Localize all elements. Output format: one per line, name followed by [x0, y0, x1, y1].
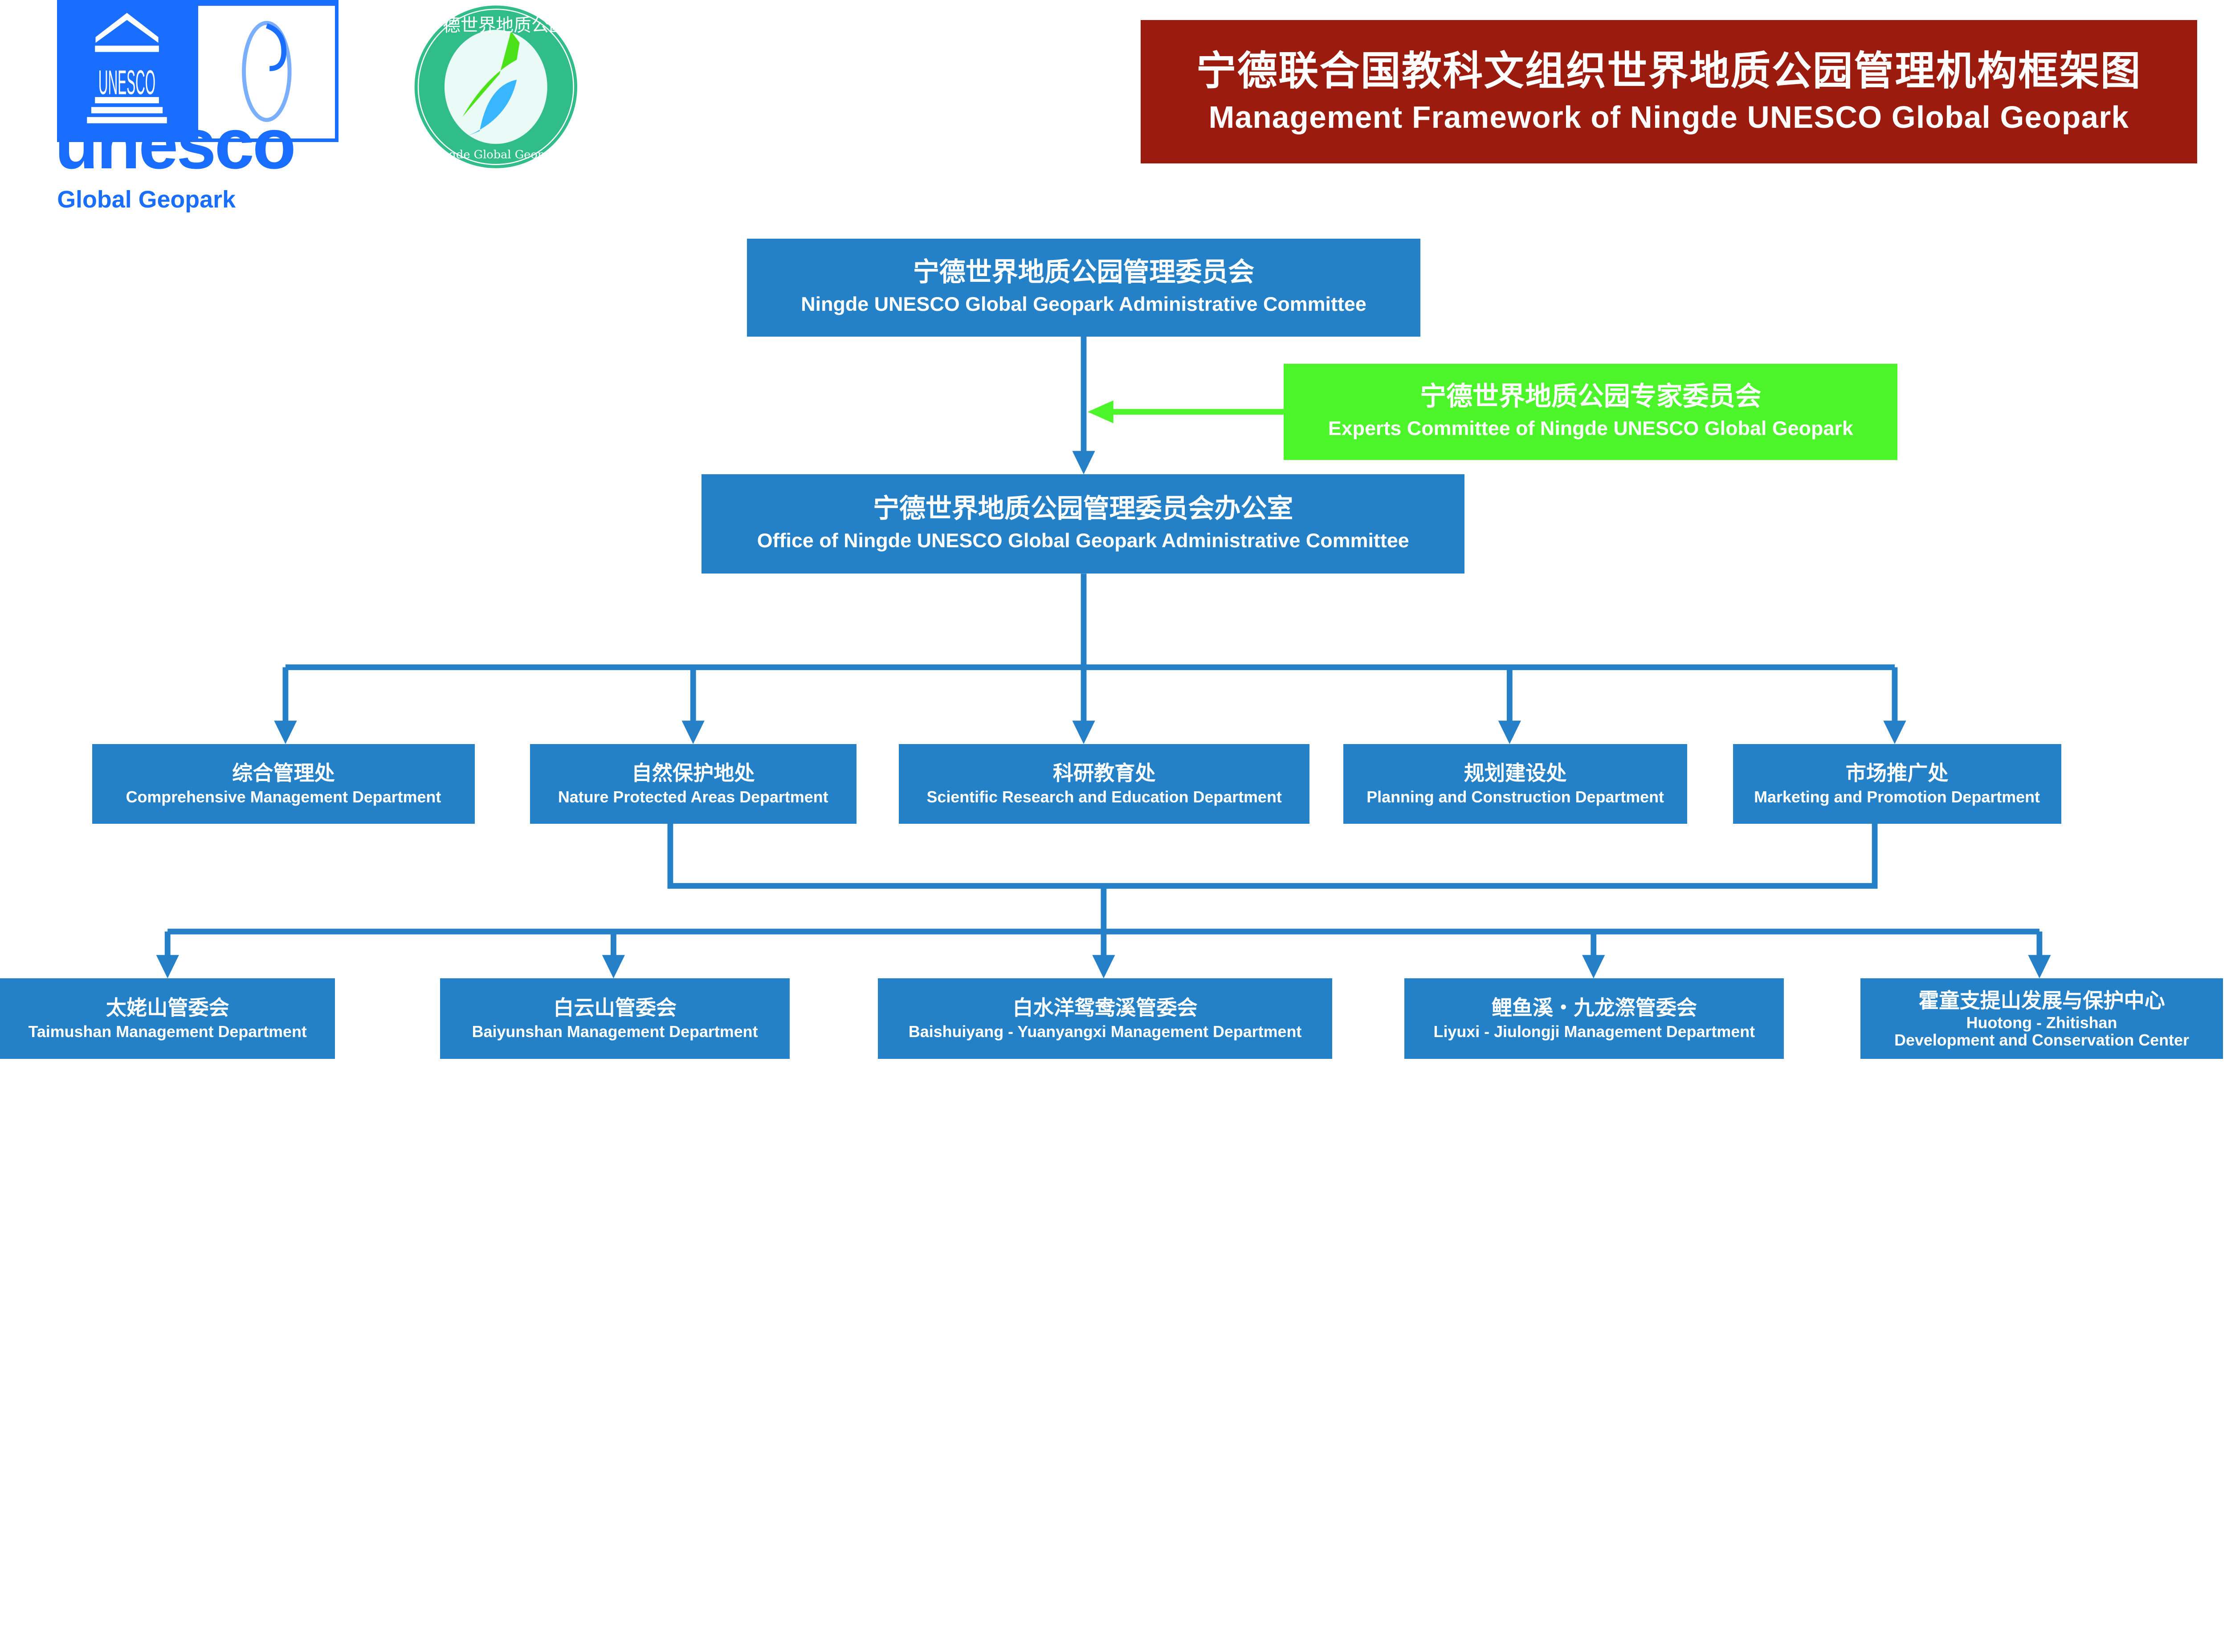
admin-committee-box: 宁德世界地质公园管理委员会 Ningde UNESCO Global Geopa… — [747, 238, 1420, 337]
unesco-temple-icon: UNESCO — [57, 0, 197, 142]
geopark-wave-icon — [198, 5, 335, 138]
unit-zh: 霍童支提山发展与保护中心 — [1918, 989, 2165, 1013]
connector-office-to-departments — [285, 574, 1895, 670]
arrow-down-icon — [1072, 720, 1095, 744]
arrow-down-icon — [1582, 955, 1605, 979]
unit-zh: 白水洋鸳鸯溪管委会 — [1012, 996, 1198, 1020]
department-en: Nature Protected Areas Department — [558, 788, 828, 806]
ningde-geopark-seal-logo: 宁德世界地质公园 Ningde Global Geopark — [411, 3, 581, 171]
unit-en: Taimushan Management Department — [28, 1023, 307, 1041]
department-zh: 市场推广处 — [1845, 761, 1949, 785]
arrow-down-icon — [1883, 720, 1906, 744]
unit-zh: 太姥山管委会 — [106, 996, 229, 1020]
department-zh: 科研教育处 — [1052, 761, 1156, 785]
management-unit-box: 鲤鱼溪・九龙漈管委会 Liyuxi - Jiulongji Management… — [1404, 978, 1784, 1059]
unit-en: Liyuxi - Jiulongji Management Department — [1433, 1023, 1755, 1041]
management-unit-box: 白云山管委会 Baiyunshan Management Department — [440, 978, 790, 1059]
arrow-down-icon — [156, 955, 179, 979]
arrow-down-icon — [1498, 720, 1521, 744]
management-unit-box: 霍童支提山发展与保护中心 Huotong - Zhitishan Develop… — [1860, 978, 2223, 1059]
management-unit-box: 太姥山管委会 Taimushan Management Department — [0, 978, 335, 1059]
connector-lines — [156, 336, 2051, 979]
admin-committee-en: Ningde UNESCO Global Geopark Administrat… — [801, 292, 1366, 315]
title-zh: 宁德联合国教科文组织世界地质公园管理机构框架图 — [1196, 49, 2142, 94]
unesco-wordmark: unesco — [55, 103, 296, 183]
seal-text-zh: 宁德世界地质公园 — [425, 16, 567, 36]
department-en: Marketing and Promotion Department — [1754, 788, 2040, 806]
page-title: 宁德联合国教科文组织世界地质公园管理机构框架图 Management Frame… — [1140, 20, 2198, 163]
arrow-down-icon — [2028, 955, 2051, 979]
unesco-emblem-text: UNESCO — [98, 64, 155, 102]
department-box: 科研教育处 Scientific Research and Education … — [899, 744, 1309, 824]
experts-committee-zh: 宁德世界地质公园专家委员会 — [1420, 382, 1762, 411]
department-zh: 综合管理处 — [232, 761, 335, 785]
unit-en-line2: Development and Conservation Center — [1894, 1031, 2189, 1050]
department-zh: 自然保护地处 — [631, 761, 755, 785]
arrow-down-icon — [1092, 955, 1115, 979]
green-arrow-left-icon — [1087, 400, 1114, 423]
unesco-logo: UNESCO — [57, 0, 339, 142]
arrow-down-icon — [681, 720, 705, 744]
experts-committee-en: Experts Committee of Ningde UNESCO Globa… — [1328, 417, 1853, 440]
unit-arrows — [164, 932, 2043, 962]
office-box: 宁德世界地质公园管理委员会办公室 Office of Ningde UNESCO… — [702, 474, 1465, 574]
department-en: Comprehensive Management Department — [126, 788, 441, 806]
management-unit-box: 白水洋鸳鸯溪管委会 Baishuiyang - Yuanyangxi Manag… — [877, 978, 1333, 1059]
department-arrows — [282, 667, 1898, 727]
unit-en: Baiyunshan Management Department — [472, 1023, 758, 1041]
department-box: 规划建设处 Planning and Construction Departme… — [1343, 744, 1687, 824]
unit-zh: 鲤鱼溪・九龙漈管委会 — [1491, 996, 1697, 1020]
department-en: Planning and Construction Department — [1366, 788, 1664, 806]
arrow-down-icon — [274, 720, 297, 744]
department-zh: 规划建设处 — [1464, 761, 1567, 785]
arrow-down-icon — [602, 955, 625, 979]
department-box: 自然保护地处 Nature Protected Areas Department — [530, 744, 857, 824]
department-box: 综合管理处 Comprehensive Management Departmen… — [92, 744, 475, 824]
connector-department-pair-to-units — [167, 823, 2039, 935]
title-en: Management Framework of Ningde UNESCO Gl… — [1208, 100, 2129, 135]
experts-committee-box: 宁德世界地质公园专家委员会 Experts Committee of Ningd… — [1284, 363, 1898, 460]
unit-en: Huotong - Zhitishan — [1966, 1014, 2117, 1032]
unit-en: Baishuiyang - Yuanyangxi Management Depa… — [908, 1023, 1302, 1041]
admin-committee-zh: 宁德世界地质公园管理委员会 — [913, 258, 1255, 287]
arrow-heads — [156, 451, 2051, 979]
department-en: Scientific Research and Education Depart… — [926, 788, 1282, 806]
office-zh: 宁德世界地质公园管理委员会办公室 — [873, 494, 1293, 524]
seal-text-en: Ningde Global Geopark — [428, 148, 564, 162]
arrow-down-icon — [1072, 451, 1095, 475]
department-box: 市场推广处 Marketing and Promotion Department — [1733, 744, 2061, 824]
unesco-subtitle: Global Geopark — [57, 186, 236, 213]
office-en: Office of Ningde UNESCO Global Geopark A… — [757, 529, 1409, 552]
unit-zh: 白云山管委会 — [553, 996, 677, 1020]
